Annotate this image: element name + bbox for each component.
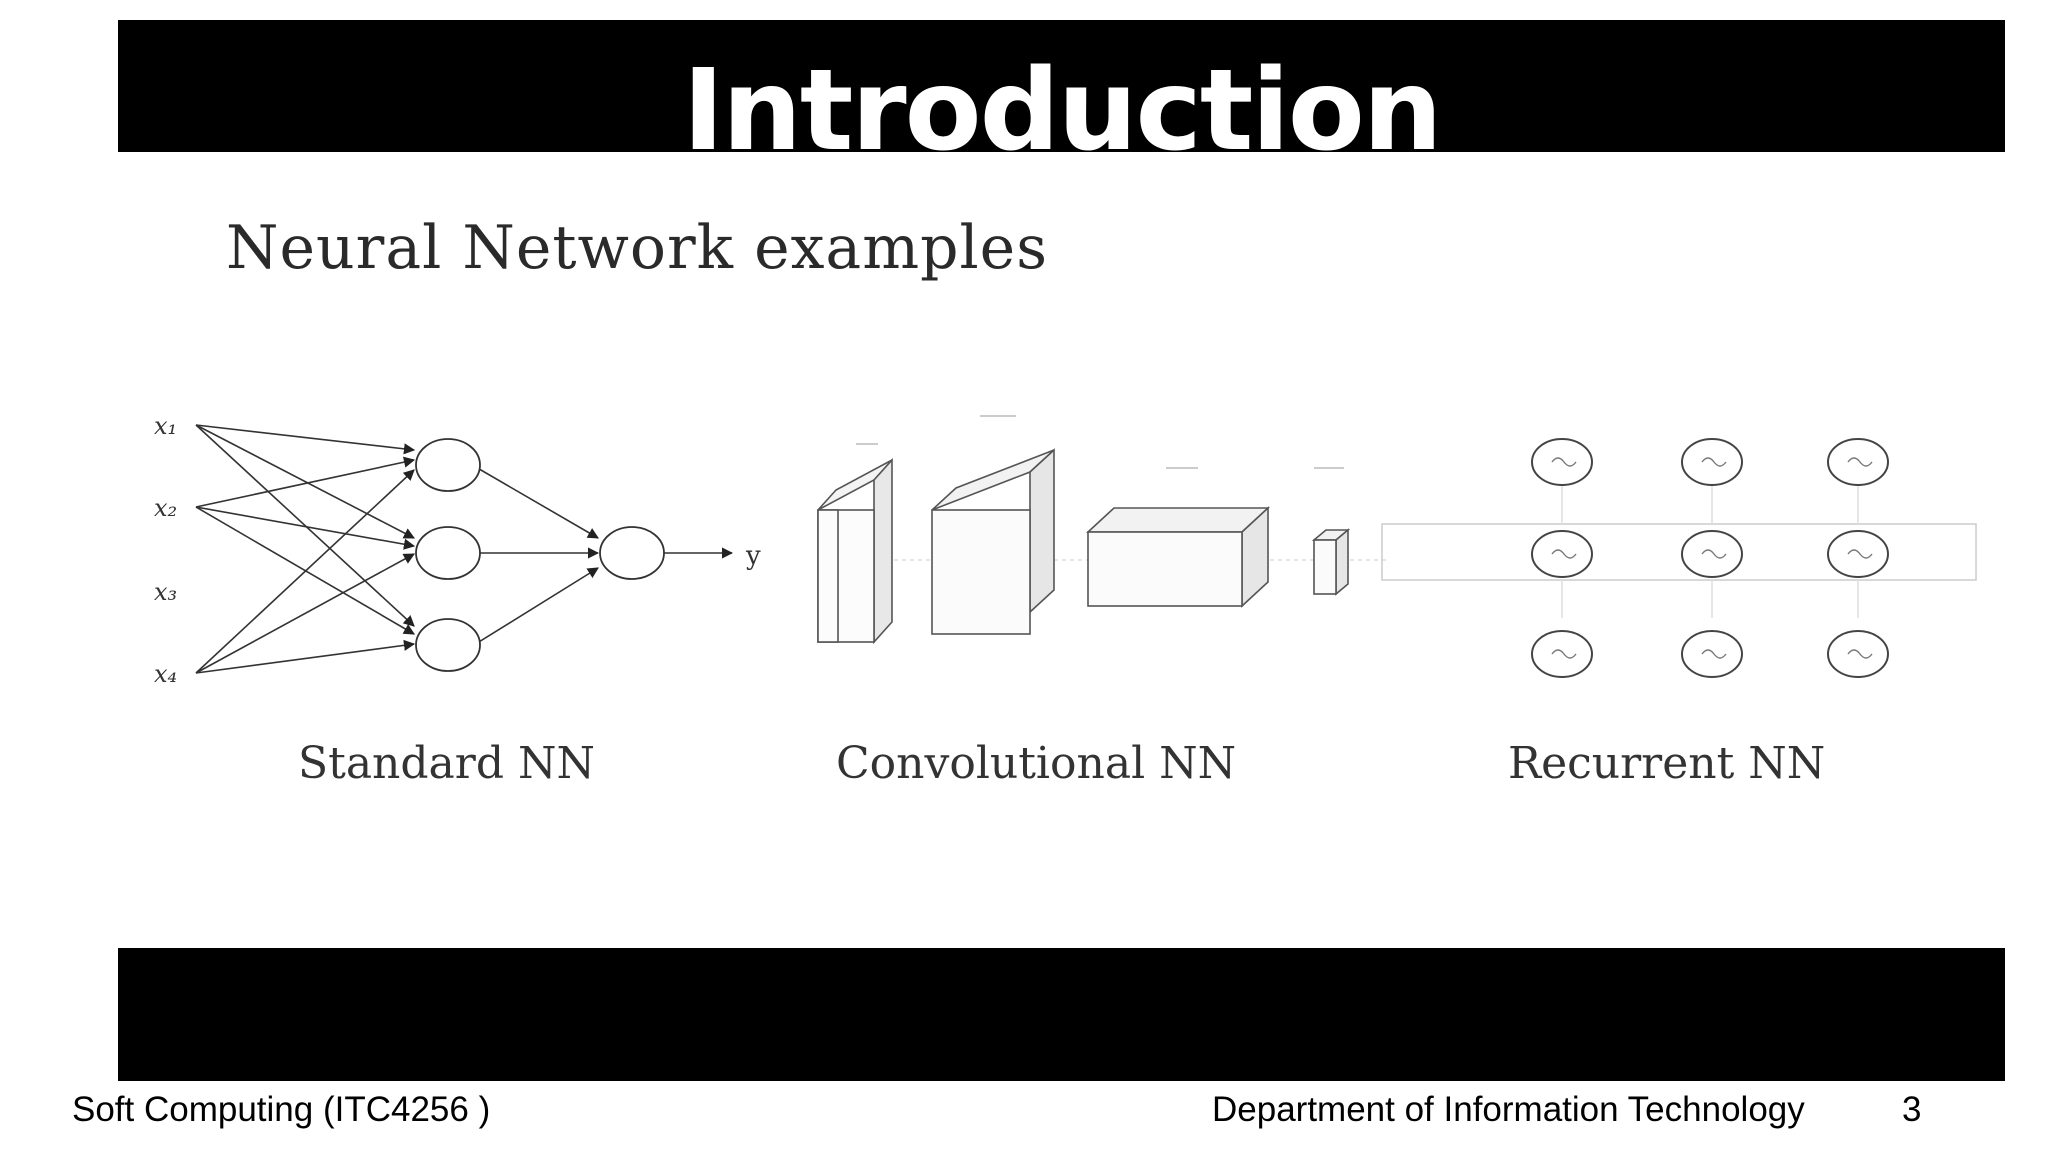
standard-nn-diagram: x₁ x₂ x₃ x₄: [154, 412, 761, 688]
input-label-x2: x₂: [154, 494, 177, 522]
hidden-node: [415, 618, 481, 672]
rnn-output-node: [1531, 438, 1593, 486]
rnn-input-node: [1531, 630, 1593, 678]
page-number: 3: [1902, 1090, 1922, 1129]
rnn-input-node: [1827, 630, 1889, 678]
output-label-y: y: [745, 541, 761, 571]
caption-standard-nn: Standard NN: [298, 738, 595, 789]
rnn-hidden-node: [1681, 530, 1743, 578]
figure-svg: Neural Network examples x₁ x₂ x₃ x₄: [154, 213, 1977, 789]
rnn-hidden-band: [1381, 523, 1977, 581]
title-bar: Introduction: [118, 20, 2005, 176]
cnn-conv-block: [1085, 506, 1271, 608]
convolutional-nn-diagram: [817, 415, 1388, 645]
recurrent-nn-diagram: [1381, 438, 1977, 678]
rnn-input-node: [1681, 630, 1743, 678]
output-node: [599, 526, 665, 580]
caption-recurrent-nn: Recurrent NN: [1508, 738, 1825, 789]
neural-network-figure: Neural Network examples x₁ x₂ x₃ x₄: [118, 160, 2005, 900]
input-label-x4: x₄: [154, 660, 177, 688]
cnn-output-block: [1311, 528, 1351, 596]
input-label-x1: x₁: [154, 412, 177, 440]
hidden-node: [415, 438, 481, 492]
footer-course: Soft Computing (ITC4256 ): [72, 1090, 491, 1129]
input-label-x3: x₃: [154, 578, 177, 606]
bottom-bar: [118, 948, 2005, 1081]
slide-title: Introduction: [682, 46, 1442, 176]
footer-department: Department of Information Technology: [1212, 1090, 1805, 1129]
cnn-input-slab: [817, 457, 893, 645]
figure-heading: Neural Network examples: [226, 213, 1048, 283]
rnn-hidden-node: [1827, 530, 1889, 578]
cnn-conv-block: [931, 448, 1055, 635]
rnn-hidden-node: [1531, 530, 1593, 578]
rnn-output-node: [1681, 438, 1743, 486]
hidden-node: [415, 526, 481, 580]
rnn-output-node: [1827, 438, 1889, 486]
caption-convolutional-nn: Convolutional NN: [836, 738, 1236, 789]
